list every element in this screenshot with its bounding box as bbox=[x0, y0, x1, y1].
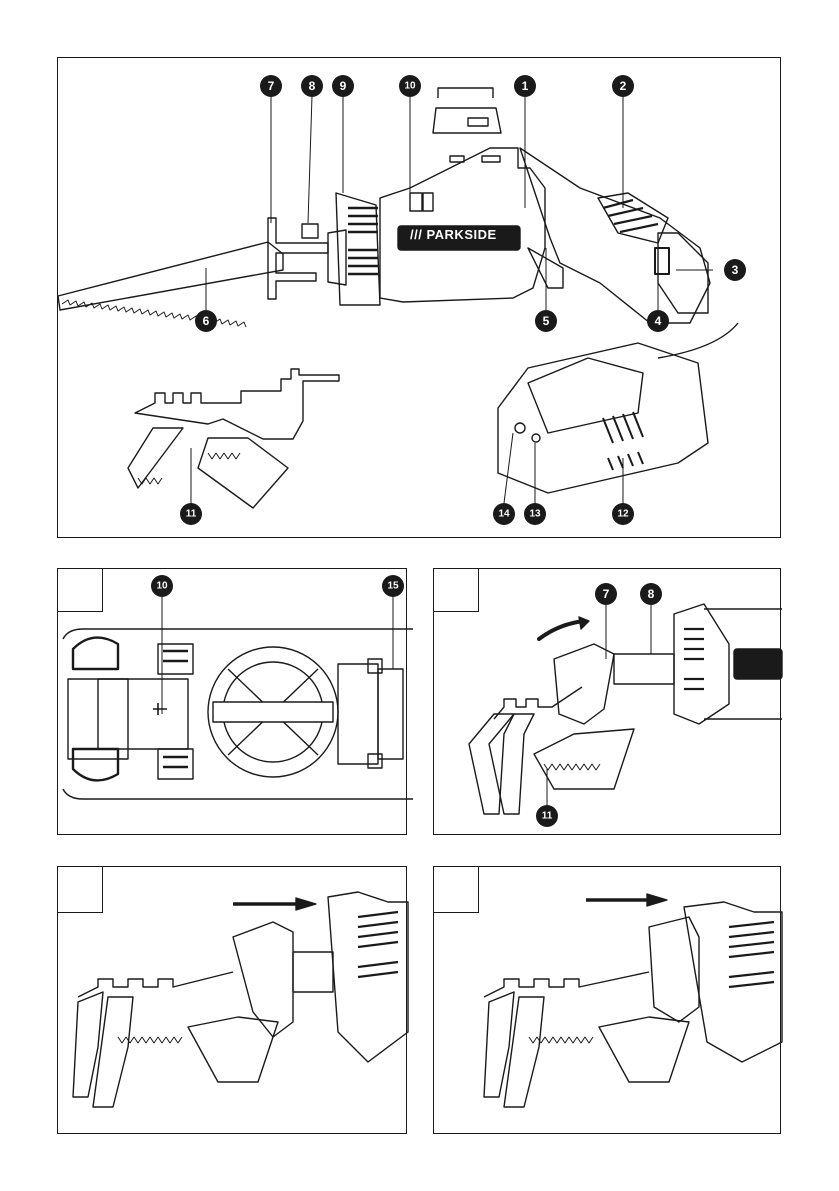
callout-10-top: 10 bbox=[151, 575, 173, 597]
svg-text:3: 3 bbox=[732, 263, 739, 277]
callout-11-guard: 11 bbox=[536, 805, 558, 827]
svg-text:9: 9 bbox=[340, 79, 347, 93]
callout-10: 10 bbox=[399, 75, 421, 97]
svg-text:5: 5 bbox=[543, 314, 550, 328]
direction-arrow-right bbox=[647, 894, 667, 906]
svg-text:13: 13 bbox=[529, 509, 541, 520]
charger-drawing bbox=[498, 323, 738, 493]
slide-on-right-drawing bbox=[434, 867, 782, 1135]
callout-15-top: 15 bbox=[382, 575, 404, 597]
svg-text:4: 4 bbox=[655, 314, 662, 328]
callout-12: 12 bbox=[612, 503, 634, 525]
saw-blade-drawing bbox=[58, 242, 283, 327]
overview-panel: /// PARKSIDE 7 8 9 10 1 2 3 4 5 6 11 12 … bbox=[57, 57, 781, 538]
svg-text:14: 14 bbox=[498, 509, 510, 520]
figure-number-box-b bbox=[434, 569, 479, 612]
svg-text:12: 12 bbox=[617, 509, 629, 520]
callout-14: 14 bbox=[493, 503, 515, 525]
svg-text:8: 8 bbox=[309, 79, 316, 93]
slide-on-left-drawing bbox=[58, 867, 408, 1135]
svg-text:7: 7 bbox=[603, 587, 610, 601]
slide-on-panel-left bbox=[57, 866, 407, 1134]
figure-number-box-c bbox=[58, 867, 103, 913]
svg-text:2: 2 bbox=[620, 79, 627, 93]
svg-text:1: 1 bbox=[522, 79, 529, 93]
svg-text:8: 8 bbox=[648, 587, 655, 601]
brand-label: /// PARKSIDE bbox=[410, 227, 497, 242]
callout-7-guard: 7 bbox=[595, 583, 617, 605]
callout-11: 11 bbox=[180, 503, 202, 525]
callout-2: 2 bbox=[612, 75, 634, 97]
callout-8-guard: 8 bbox=[640, 583, 662, 605]
guard-removal-panel: 7 8 11 bbox=[433, 568, 781, 835]
callout-1: 1 bbox=[514, 75, 536, 97]
direction-arrow bbox=[296, 898, 316, 910]
callout-3: 3 bbox=[724, 259, 746, 281]
svg-text:7: 7 bbox=[268, 79, 275, 93]
svg-text:15: 15 bbox=[387, 581, 399, 592]
top-view-drawing: 10 15 bbox=[58, 569, 408, 836]
callout-7: 7 bbox=[260, 75, 282, 97]
overview-drawing: /// PARKSIDE 7 8 9 10 1 2 3 4 5 6 11 12 … bbox=[58, 58, 782, 539]
slide-on-panel-right bbox=[433, 866, 781, 1134]
callout-8: 8 bbox=[301, 75, 323, 97]
svg-text:10: 10 bbox=[156, 581, 168, 592]
svg-text:10: 10 bbox=[404, 81, 416, 92]
callout-5: 5 bbox=[535, 310, 557, 332]
svg-text:11: 11 bbox=[542, 811, 553, 822]
callout-4: 4 bbox=[647, 310, 669, 332]
callout-9: 9 bbox=[332, 75, 354, 97]
figure-number-box-a bbox=[58, 569, 103, 612]
svg-text:6: 6 bbox=[203, 314, 210, 328]
svg-text:11: 11 bbox=[186, 509, 197, 520]
top-view-panel: 10 15 bbox=[57, 568, 407, 835]
callout-6: 6 bbox=[195, 310, 217, 332]
removed-saw-shoe-drawing bbox=[128, 369, 339, 508]
guard-removal-drawing: 7 8 11 bbox=[434, 569, 782, 836]
figure-number-box-d bbox=[434, 867, 479, 913]
callout-13: 13 bbox=[524, 503, 546, 525]
